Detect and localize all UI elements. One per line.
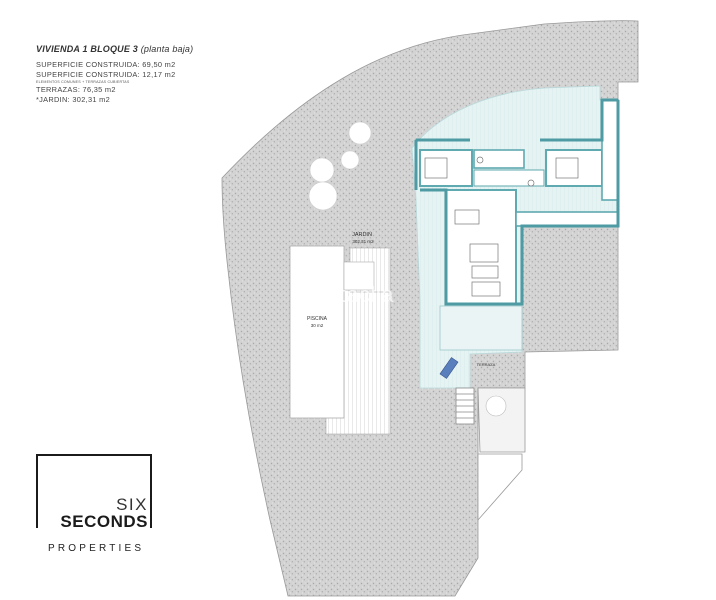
sun-loungers xyxy=(439,357,459,379)
trees xyxy=(308,121,372,211)
service-room xyxy=(601,99,619,201)
logo-six: SIX xyxy=(116,495,148,514)
summary-line: SUPERFICIE CONSTRUIDA: 12,17 m2 xyxy=(36,70,176,79)
planter xyxy=(477,453,523,522)
watermark: habitaclia xyxy=(296,282,394,307)
logo-seconds: SECONDS xyxy=(60,512,148,531)
summary-note: ELEMENTOS COMUNES + TERRAZAS CUBIERTAS xyxy=(36,80,130,84)
garden-label: JARDIN xyxy=(352,232,372,238)
logo-properties: PROPERTIES xyxy=(48,543,145,554)
pool-label: PISCINA xyxy=(307,316,328,322)
pool-step xyxy=(343,261,375,291)
area-summary: VIVIENDA 1 BLOQUE 3 (planta baja) SUPERF… xyxy=(36,44,206,105)
hall xyxy=(473,169,545,187)
outer-walls xyxy=(414,98,620,306)
pool xyxy=(289,245,345,419)
summary-title-note: (planta baja) xyxy=(140,44,194,54)
covered-terrace xyxy=(439,305,523,351)
logo-frame xyxy=(36,454,152,528)
summary-line: TERRAZAS: 76,35 m2 xyxy=(36,85,116,94)
summary-line: *JARDIN: 302,31 m2 xyxy=(36,95,110,104)
terrace-label: TERRAZA xyxy=(477,362,496,367)
summary-title: VIVIENDA 1 BLOQUE 3 (planta baja) xyxy=(36,44,206,54)
steps xyxy=(455,387,475,425)
pool-area-label: 30 m2 xyxy=(311,323,324,328)
bathroom xyxy=(473,149,525,169)
furniture xyxy=(424,156,579,297)
summary-line: SUPERFICIE CONSTRUIDA: 69,50 m2 xyxy=(36,60,176,69)
corridor xyxy=(515,211,619,227)
summary-title-main: VIVIENDA 1 BLOQUE 3 xyxy=(36,44,138,54)
garden-area-label: 302,31 m2 xyxy=(352,239,374,244)
